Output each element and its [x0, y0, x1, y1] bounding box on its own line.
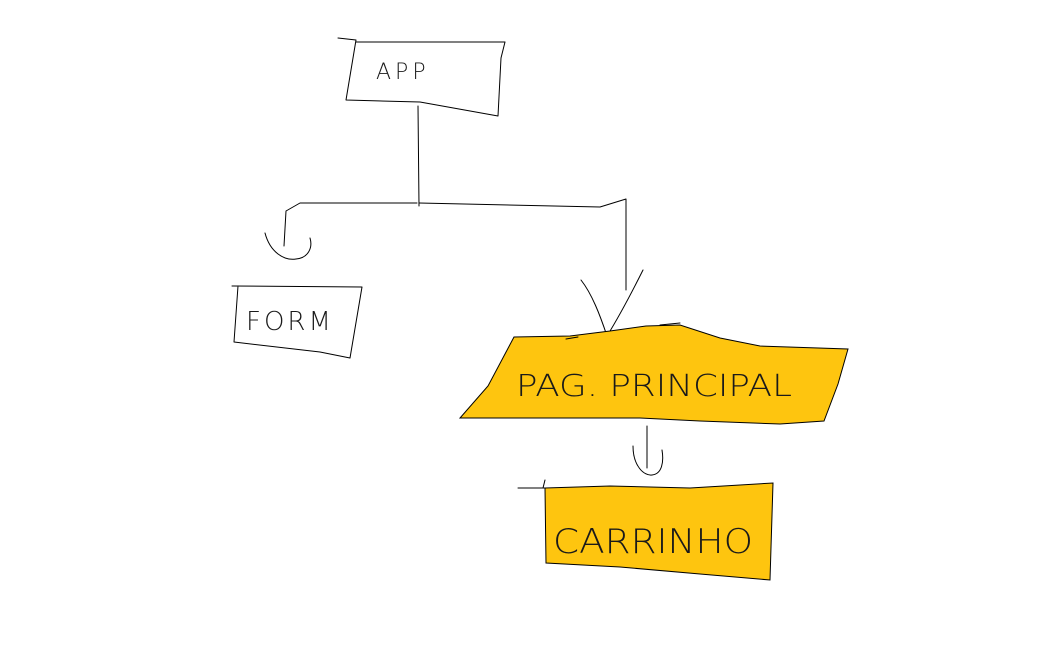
node-carrinho-shape [544, 482, 774, 581]
node-app: APP [337, 37, 506, 117]
arrow-to-carrinho [632, 445, 664, 476]
arrow-to-form [264, 232, 312, 260]
edge-app-branch-right [418, 198, 627, 291]
node-carrinho-label: CARRINHO [553, 522, 753, 562]
node-app-label: APP [376, 60, 430, 85]
node-app-shape [337, 37, 506, 117]
connectors [264, 105, 664, 476]
node-pag-principal-top-ticks [565, 322, 681, 340]
node-pag-principal: PAG. PRINCIPAL [458, 322, 849, 425]
node-pag-principal-label: PAG. PRINCIPAL [516, 369, 792, 404]
edge-app-trunk [417, 105, 420, 207]
node-pag-principal-shape [458, 324, 849, 425]
node-carrinho: CARRINHO [517, 479, 774, 581]
node-form: FORM [231, 285, 363, 359]
node-form-label: FORM [246, 307, 334, 337]
node-form-shape [231, 285, 363, 359]
node-carrinho-top-tick [517, 479, 547, 489]
edge-app-branch-left [283, 202, 418, 247]
arrow-to-pag-principal [580, 269, 644, 337]
